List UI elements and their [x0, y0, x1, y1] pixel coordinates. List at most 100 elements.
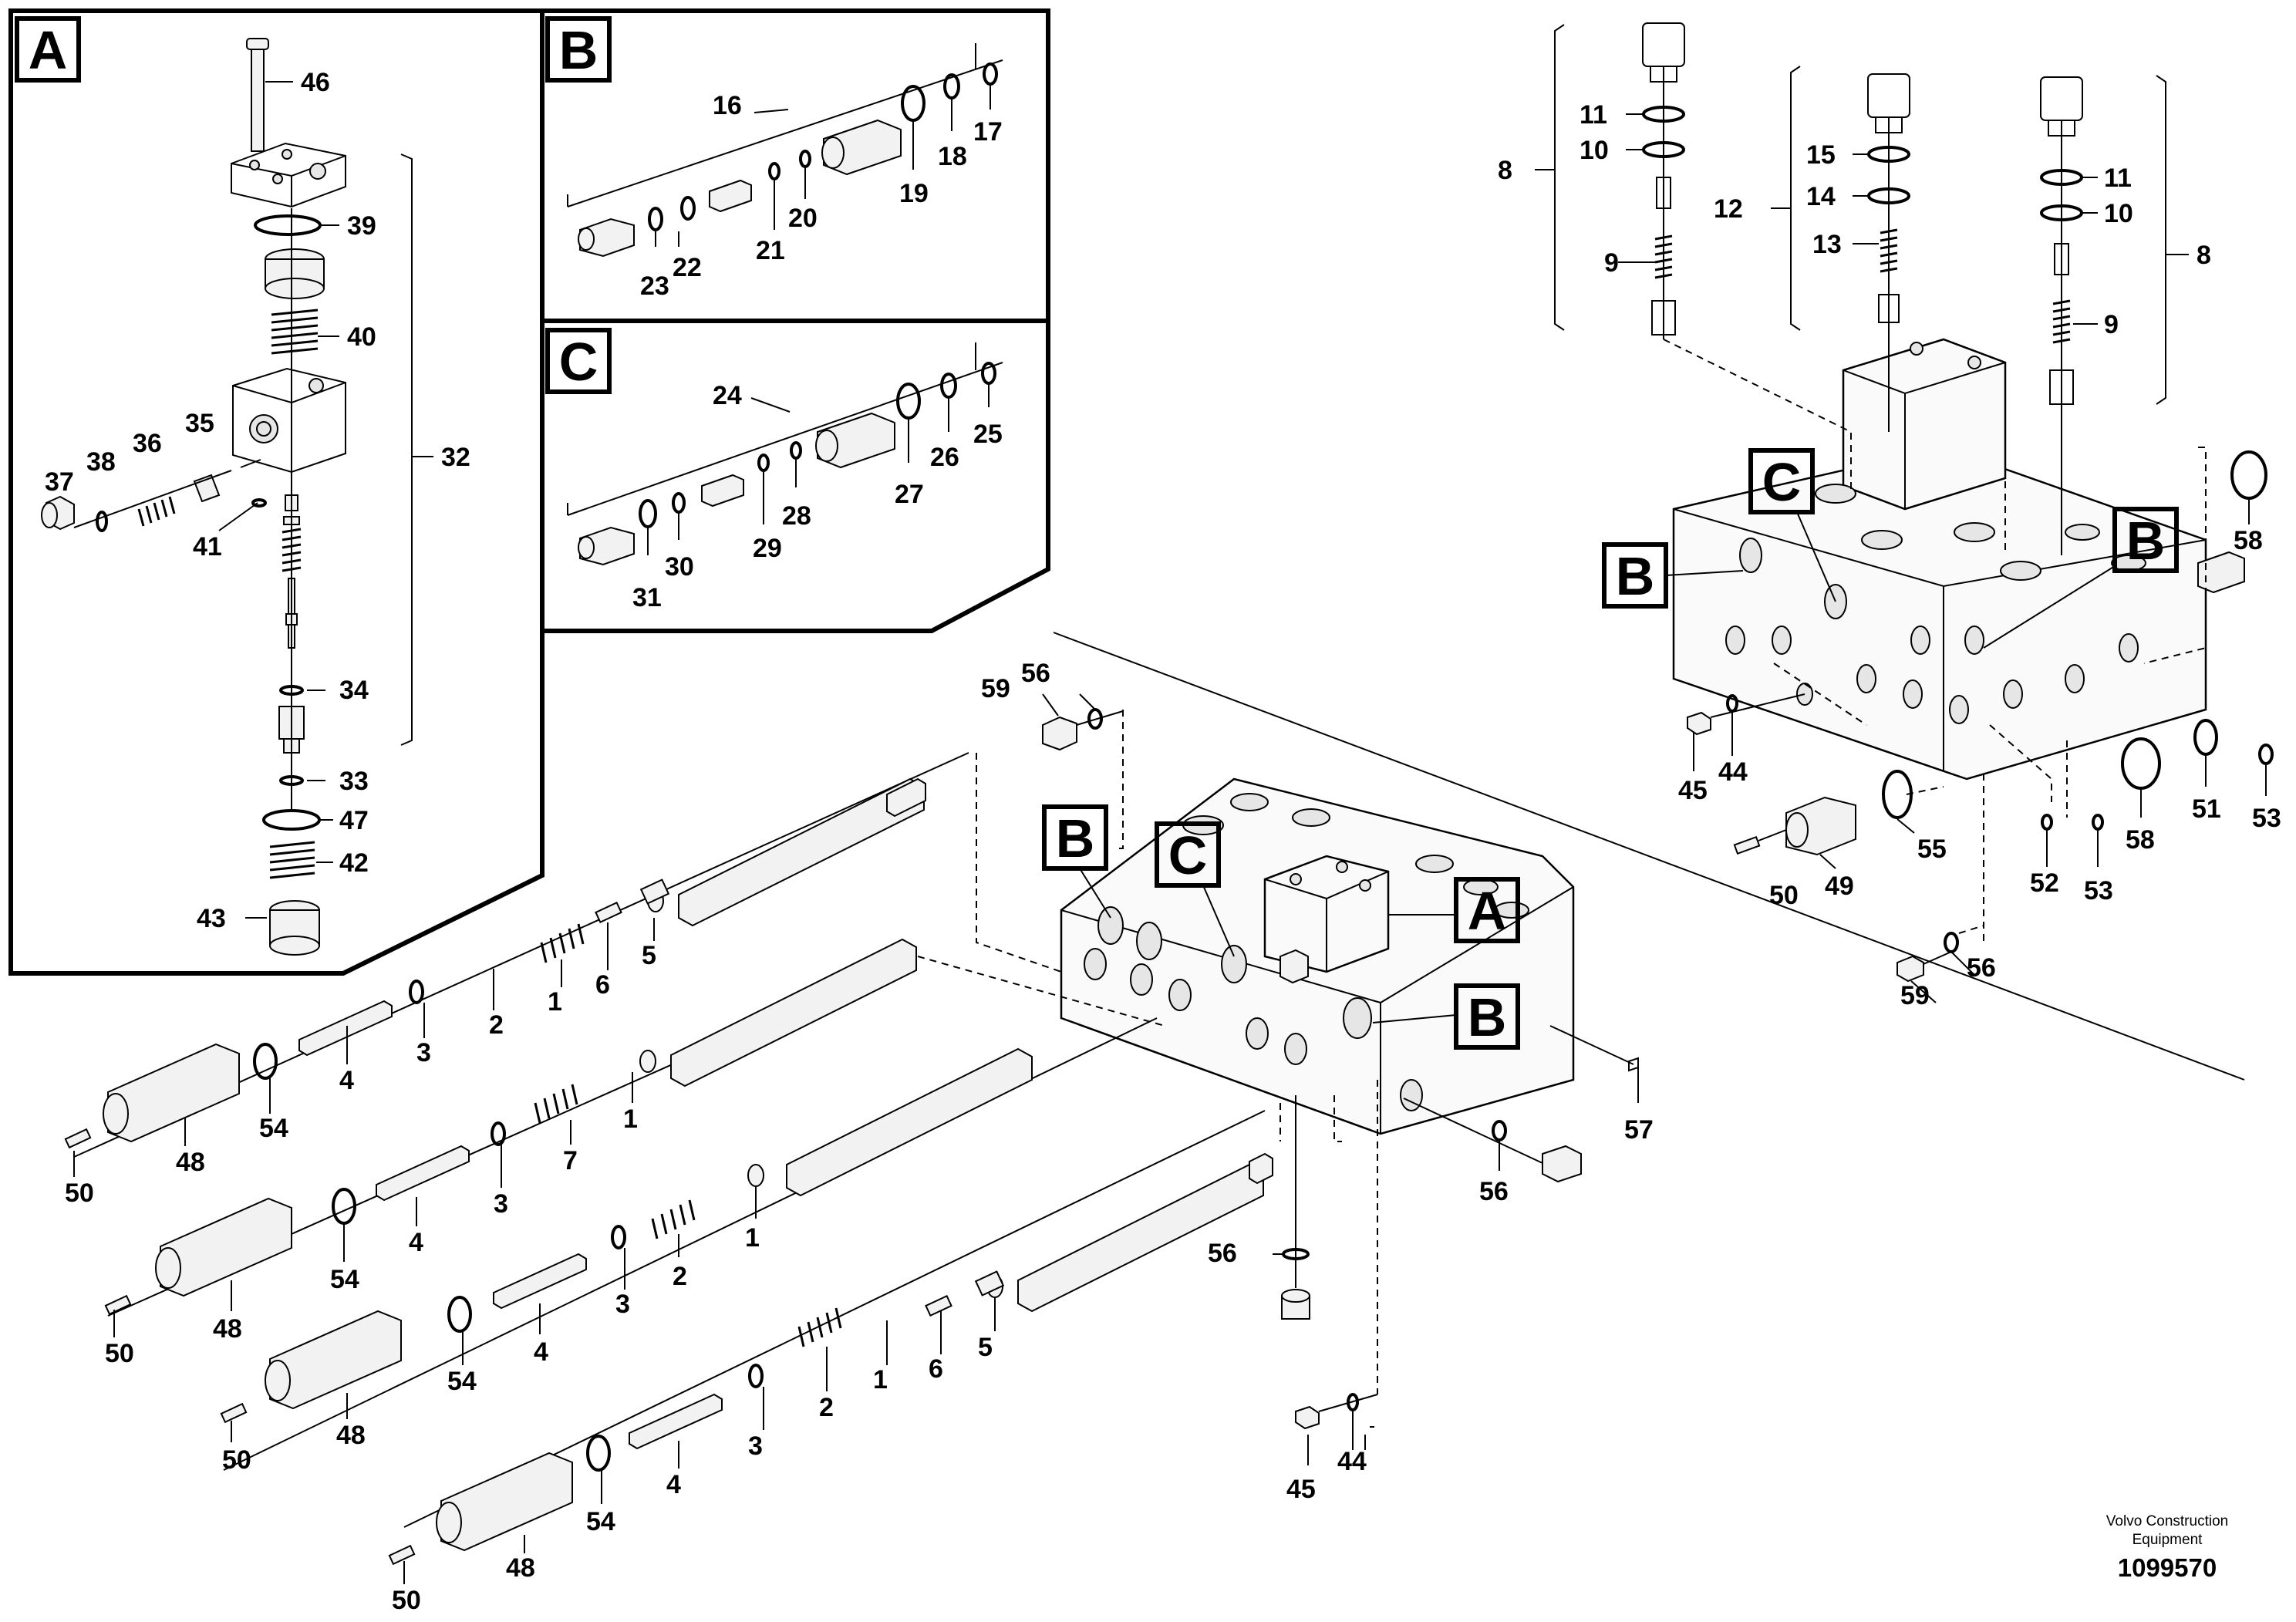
label-31: 31 — [632, 583, 662, 612]
callout-b-main-1: B — [1056, 808, 1095, 868]
row4-label-54: 54 — [586, 1507, 615, 1536]
footer-drawing-number: 1099570 — [2118, 1553, 2217, 1582]
label-39: 39 — [347, 211, 376, 241]
label-53-upper: 53 — [2252, 804, 2281, 833]
callout-b-main-2: B — [1468, 987, 1507, 1047]
row2-label-3: 3 — [494, 1189, 508, 1219]
row2-label-48: 48 — [213, 1314, 242, 1344]
label-42: 42 — [339, 848, 369, 878]
row1-label-2: 2 — [489, 1010, 504, 1040]
label-53-lower: 53 — [2084, 876, 2113, 905]
row2-label-4: 4 — [409, 1228, 423, 1257]
label-50-right: 50 — [1769, 881, 1799, 910]
label-41: 41 — [193, 532, 222, 561]
spool-row-4: 5 6 1 2 3 4 54 48 50 — [388, 1103, 1281, 1615]
row1-label-5: 5 — [642, 941, 656, 970]
label-56-right: 56 — [1967, 953, 1996, 983]
label-37: 37 — [45, 467, 74, 497]
row1-label-1: 1 — [548, 987, 562, 1017]
label-19: 19 — [899, 179, 929, 208]
label-43: 43 — [197, 904, 226, 933]
row1-label-6: 6 — [595, 970, 610, 1000]
row2-label-50: 50 — [105, 1339, 134, 1368]
label-11-left: 11 — [1580, 100, 1607, 130]
row4-label-4: 4 — [666, 1470, 681, 1499]
label-17: 17 — [973, 117, 1003, 147]
label-30: 30 — [665, 552, 694, 582]
label-56-main-bottom: 56 — [1208, 1239, 1237, 1268]
inset-a: A — [8, 8, 544, 976]
label-10-left: 10 — [1580, 136, 1609, 165]
label-45-right: 45 — [1678, 776, 1708, 805]
row4-label-3: 3 — [748, 1431, 763, 1461]
inset-a-label: A — [29, 20, 68, 80]
label-14: 14 — [1806, 182, 1836, 211]
label-18: 18 — [938, 142, 967, 171]
label-55: 55 — [1917, 835, 1947, 864]
footer-company-line2: Equipment — [2132, 1532, 2203, 1548]
inset-b-label: B — [559, 20, 598, 80]
row3-label-1: 1 — [745, 1223, 760, 1253]
row1-label-54: 54 — [259, 1114, 288, 1143]
upper-right-assembly: B B C 8 11 10 9 12 15 14 13 11 10 9 8 58… — [1498, 22, 2281, 1010]
footer: Volvo Construction Equipment 1099570 — [2106, 1513, 2228, 1582]
label-49: 49 — [1825, 872, 1854, 901]
callout-a-main: A — [1468, 881, 1507, 941]
label-38: 38 — [86, 447, 116, 477]
label-44-main: 44 — [1337, 1447, 1367, 1476]
callout-b-right-2: B — [2126, 511, 2166, 571]
section-divider-line — [1053, 632, 2245, 1081]
row3-label-50: 50 — [222, 1445, 251, 1475]
label-44-right: 44 — [1718, 757, 1748, 787]
label-59-right: 59 — [1900, 981, 1930, 1010]
row1-label-3: 3 — [416, 1038, 431, 1067]
row4-label-50: 50 — [392, 1586, 421, 1615]
label-56-main-top: 56 — [1021, 659, 1050, 688]
row3-label-48: 48 — [336, 1421, 366, 1450]
main-valve-block: B C A B 59 56 57 56 56 45 44 — [981, 659, 1654, 1504]
callout-c-right: C — [1762, 452, 1802, 512]
row4-label-6: 6 — [929, 1354, 943, 1384]
label-25: 25 — [973, 420, 1003, 449]
row2-label-54: 54 — [330, 1265, 359, 1294]
label-51: 51 — [2192, 794, 2221, 824]
label-11-right: 11 — [2104, 164, 2132, 193]
row4-label-5: 5 — [978, 1333, 993, 1362]
label-8-left: 8 — [1498, 156, 1512, 185]
label-32: 32 — [441, 443, 470, 472]
row3-label-3: 3 — [615, 1290, 630, 1319]
label-9-right: 9 — [2104, 310, 2119, 339]
inset-c: C 24 25 26 27 28 29 30 31 — [542, 319, 1050, 633]
label-9-left: 9 — [1604, 248, 1619, 278]
label-8-right: 8 — [2197, 241, 2211, 270]
label-13: 13 — [1812, 230, 1842, 259]
label-16: 16 — [713, 91, 742, 120]
label-52: 52 — [2030, 868, 2059, 898]
row3-label-4: 4 — [534, 1337, 548, 1367]
label-45-main: 45 — [1286, 1475, 1316, 1504]
label-47: 47 — [339, 806, 369, 835]
label-24: 24 — [713, 381, 742, 410]
row1-label-50: 50 — [65, 1179, 94, 1208]
label-58-top: 58 — [2234, 526, 2263, 555]
inset-c-label: C — [559, 332, 598, 392]
label-35: 35 — [185, 409, 214, 438]
label-22: 22 — [673, 253, 702, 282]
label-58-lower: 58 — [2126, 825, 2155, 855]
row4-label-2: 2 — [819, 1393, 834, 1422]
row1-label-48: 48 — [176, 1148, 205, 1177]
label-26: 26 — [930, 443, 959, 472]
row1-label-4: 4 — [339, 1066, 354, 1095]
spool-row-1: 5 6 1 2 3 4 54 48 50 — [64, 752, 1062, 1208]
inset-b: B 16 17 18 19 20 21 22 23 — [542, 8, 1050, 323]
label-23: 23 — [640, 271, 669, 301]
row4-label-1: 1 — [873, 1365, 888, 1394]
row2-label-1: 1 — [623, 1104, 638, 1134]
label-46: 46 — [301, 68, 330, 97]
callout-c-main: C — [1168, 825, 1208, 885]
footer-company-line1: Volvo Construction — [2106, 1513, 2228, 1529]
row3-label-2: 2 — [673, 1262, 687, 1291]
label-15: 15 — [1806, 140, 1836, 170]
label-21: 21 — [756, 236, 785, 265]
spool-row-2: 1 7 3 4 54 48 50 — [104, 938, 1165, 1368]
